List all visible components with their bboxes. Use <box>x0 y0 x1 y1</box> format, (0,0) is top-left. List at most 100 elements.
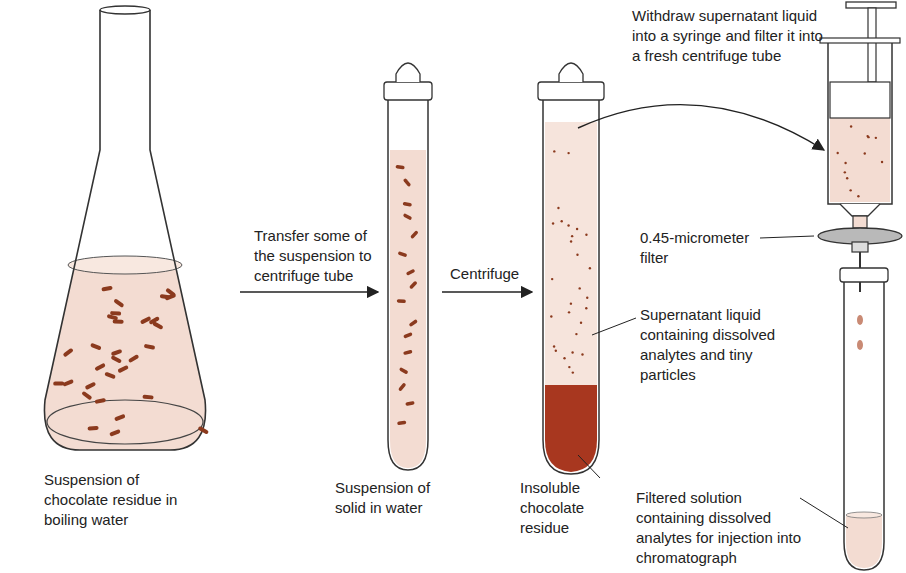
particle <box>585 307 587 309</box>
particle <box>398 251 408 257</box>
droplet <box>857 315 863 325</box>
particle <box>550 315 552 317</box>
particle <box>850 125 852 127</box>
syringe-liquid <box>830 118 890 202</box>
particle <box>867 136 869 138</box>
particle <box>165 293 177 301</box>
transfer-arrow <box>578 105 824 150</box>
centrifuge-tube <box>840 268 888 570</box>
particle <box>552 222 554 224</box>
particle <box>101 286 113 292</box>
plunger-handle <box>846 2 896 8</box>
syringe-barrel <box>828 40 892 204</box>
particles <box>395 165 418 426</box>
droplet <box>857 340 863 350</box>
particle <box>399 367 409 374</box>
syringe-tip <box>853 216 867 228</box>
particle <box>568 366 570 368</box>
filter-outlet <box>852 242 868 252</box>
flask <box>0 6 260 465</box>
particle <box>85 382 97 390</box>
barrel-flange <box>820 38 900 43</box>
caption-label: Withdraw supernatant liquid into a syrin… <box>632 6 824 66</box>
leader-line <box>800 498 848 528</box>
particle <box>128 354 139 363</box>
particle <box>95 398 107 404</box>
particle <box>406 269 416 276</box>
particles <box>53 286 209 437</box>
particle <box>87 426 98 431</box>
liquid-surface <box>68 256 182 274</box>
particle <box>398 382 406 391</box>
flask-liquid <box>0 265 260 465</box>
particle <box>571 351 573 353</box>
particle <box>144 344 156 350</box>
particle <box>836 152 838 154</box>
particle <box>586 296 588 298</box>
particle <box>576 254 578 256</box>
particle <box>575 333 577 335</box>
particle <box>875 137 877 139</box>
particle <box>117 365 129 373</box>
particle <box>142 395 153 400</box>
particle <box>576 228 578 230</box>
particle <box>844 171 846 173</box>
particle <box>580 322 582 324</box>
tube-liquid <box>390 150 426 468</box>
particle <box>557 207 559 209</box>
particle <box>198 426 210 435</box>
tube-outline <box>543 100 599 474</box>
particle <box>570 240 572 242</box>
particle <box>585 234 587 236</box>
flask-mouth <box>100 6 150 14</box>
particle <box>152 321 164 330</box>
caption-label: Insoluble chocolate residue <box>520 478 630 538</box>
particle <box>571 235 573 237</box>
particle <box>555 350 557 352</box>
particle <box>846 177 848 179</box>
particle <box>90 343 102 351</box>
particle <box>570 302 572 304</box>
caption-label: Transfer some of the suspension to centr… <box>254 226 389 286</box>
caption-label: Supernatant liquid containing dissolved … <box>640 305 790 385</box>
plunger-rod <box>868 8 876 82</box>
caption-label: 0.45-micrometer filter <box>640 228 758 268</box>
particle <box>403 178 412 187</box>
tube-outline <box>844 282 884 570</box>
stopper-collar <box>384 82 432 100</box>
particle <box>844 162 846 164</box>
particle <box>567 152 569 154</box>
particle <box>589 267 591 269</box>
process-arrow <box>240 291 378 292</box>
caption-label: Filtered solution containing dissolved a… <box>636 488 806 568</box>
particle <box>53 382 64 386</box>
particle <box>857 195 859 197</box>
particle <box>572 371 574 373</box>
particle <box>81 391 92 401</box>
particle <box>409 319 418 327</box>
syringe-tip <box>840 204 880 216</box>
filtered-solution <box>846 515 882 568</box>
particle <box>397 420 406 425</box>
particle <box>403 350 413 356</box>
particle <box>581 353 583 355</box>
stopper-bulb <box>396 63 420 82</box>
particle <box>114 414 126 422</box>
liquid-surface <box>846 512 882 518</box>
particle <box>864 152 866 154</box>
filter <box>818 228 902 292</box>
centrifuge-tube <box>538 63 604 474</box>
caption-label: Suspension of solid in water <box>335 478 465 518</box>
particle <box>395 165 404 170</box>
particle <box>111 349 123 356</box>
particles <box>550 150 591 374</box>
particle <box>403 332 413 339</box>
particle <box>104 372 116 380</box>
particle <box>553 150 555 152</box>
particle <box>409 281 418 290</box>
centrifuge-tube <box>384 63 432 470</box>
caption-label: Suspension of chocolate residue in boili… <box>44 470 204 530</box>
stopper-collar <box>840 268 888 282</box>
caption-label: Centrifuge <box>450 264 540 284</box>
particle <box>113 320 124 324</box>
